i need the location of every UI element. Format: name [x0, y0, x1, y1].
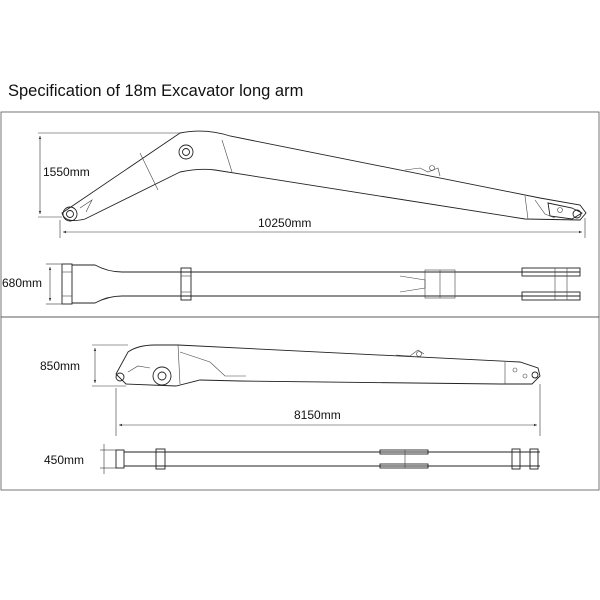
page-title: Specification of 18m Excavator long arm: [8, 82, 304, 100]
stick-width-label: 450mm: [44, 453, 84, 467]
stick-height-dimension: [92, 344, 128, 387]
boom-length-label: 10250mm: [258, 216, 311, 230]
stick-height-label: 850mm: [40, 359, 80, 373]
stick-width-dimension: [100, 444, 116, 474]
boom-frame: [0, 111, 600, 318]
boom-height-label: 1550mm: [43, 165, 90, 179]
stick-frame: [0, 316, 600, 491]
boom-top-view: [61, 263, 581, 305]
boom-height-dimension: [38, 132, 180, 218]
boom-side-view: [61, 130, 587, 222]
boom-width-label: 680mm: [2, 276, 42, 290]
stick-length-label: 8150mm: [294, 408, 341, 422]
boom-length-dimension: [59, 218, 586, 238]
stick-top-view: [115, 448, 540, 470]
stick-length-dimension: [115, 384, 541, 436]
boom-width-dimension: [46, 263, 62, 305]
stick-side-view: [115, 344, 541, 387]
